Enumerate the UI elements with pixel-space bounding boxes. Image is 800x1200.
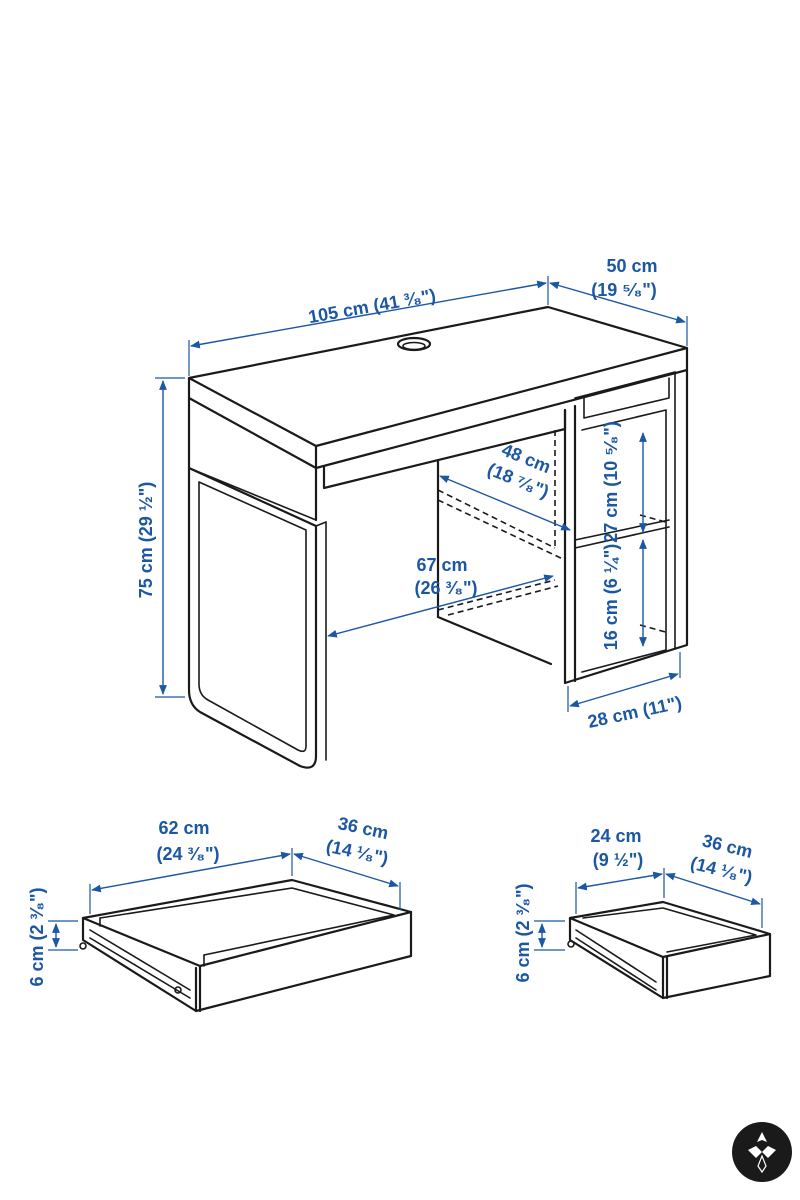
- small-drawer-drawing: [567, 900, 772, 1000]
- large-drawer-width-metric: 62 cm: [158, 818, 209, 838]
- small-drawer-dimension-labels: 24 cm (9 ½") 36 cm (14 ¹⁄₈") 6 cm (2 ³⁄₈…: [513, 826, 755, 983]
- desk-width-label: 105 cm (41 ³⁄₈"): [307, 285, 438, 327]
- small-drawer-dimension-lines: [534, 868, 763, 951]
- leg-space-metric: 67 cm: [416, 555, 467, 575]
- large-drawer-drawing: [79, 878, 413, 1013]
- small-drawer-width-metric: 24 cm: [590, 826, 641, 846]
- watermark-logo-icon: [732, 1122, 792, 1182]
- desk-height-label: 75 cm (29 ½"): [136, 482, 156, 599]
- cabinet-width-label: 28 cm (11"): [586, 692, 684, 731]
- upper-compartment-label: 27 cm (10 ⁵⁄₈"): [601, 421, 621, 542]
- large-drawer-width-imperial: (24 ³⁄₈"): [157, 844, 220, 864]
- desk-depth-imperial: (19 ⁵⁄₈"): [591, 280, 656, 300]
- desk-dimension-labels: 105 cm (41 ³⁄₈") 50 cm (19 ⁵⁄₈") 75 cm (…: [136, 256, 684, 732]
- desk-dimension-lines: [155, 276, 688, 712]
- large-drawer-height-label: 6 cm (2 ³⁄₈"): [27, 888, 47, 987]
- small-drawer-width-imperial: (9 ½"): [593, 850, 644, 870]
- lower-compartment-label: 16 cm (6 ¼"): [601, 544, 621, 651]
- large-drawer-dimension-labels: 62 cm (24 ³⁄₈") 36 cm (14 ¹⁄₈") 6 cm (2 …: [27, 813, 390, 986]
- large-drawer-dimension-lines: [48, 848, 401, 951]
- leg-space-imperial: (26 ³⁄₈"): [415, 578, 478, 598]
- desk-depth-metric: 50 cm: [606, 256, 657, 276]
- small-drawer-height-label: 6 cm (2 ³⁄₈"): [513, 884, 533, 983]
